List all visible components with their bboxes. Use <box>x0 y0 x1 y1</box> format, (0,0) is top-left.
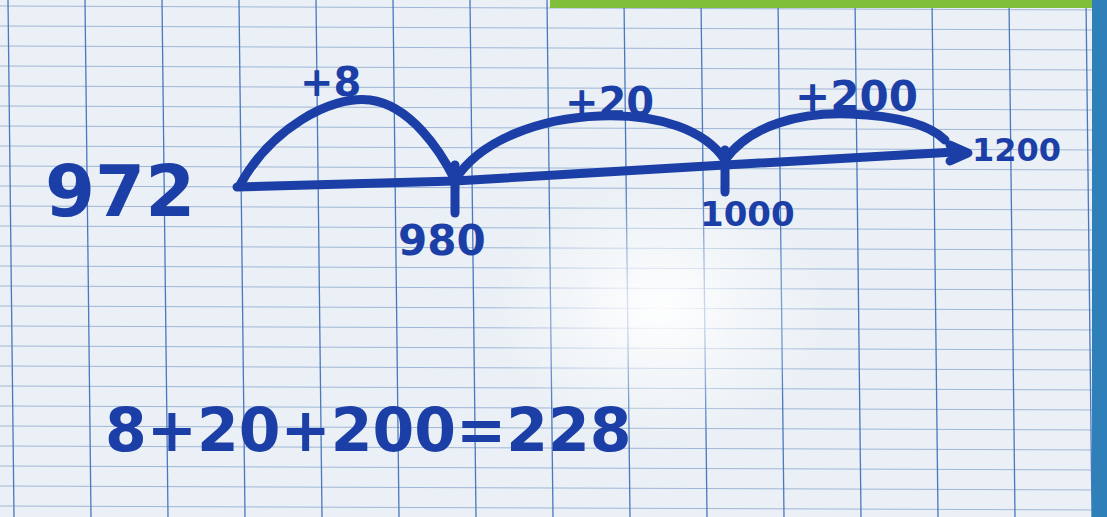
jump-label: +8 <box>300 62 361 102</box>
end-number: 1200 <box>972 134 1061 166</box>
jump-label: +20 <box>565 82 654 122</box>
start-number: 972 <box>45 155 195 227</box>
tick-number: 1000 <box>700 197 795 231</box>
tick-number: 980 <box>398 220 486 262</box>
sum-equation: 8+20+200=228 <box>105 400 632 460</box>
jump-label: +200 <box>795 76 918 118</box>
